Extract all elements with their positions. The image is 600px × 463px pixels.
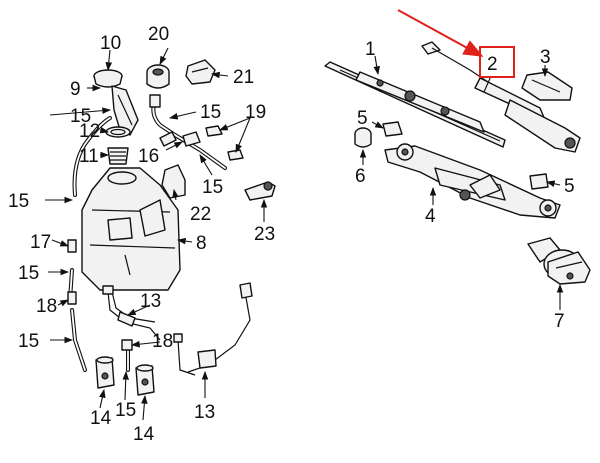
label-5-upper: 5 — [357, 108, 368, 129]
highlight-part-2 — [397, 9, 515, 78]
label-12: 12 — [79, 121, 100, 142]
label-15-top: 15 — [200, 102, 221, 123]
label-14-right: 14 — [133, 424, 155, 445]
label-15-bottom: 15 — [115, 400, 136, 421]
callout-labels: 1 2 3 5 5 6 4 7 8 9 10 12 11 20 21 19 15… — [8, 24, 575, 445]
label-5-lower: 5 — [564, 176, 575, 197]
label-14-left: 14 — [90, 408, 112, 429]
label-18-right: 18 — [152, 331, 173, 352]
label-13-upper: 13 — [140, 291, 161, 312]
washer-reservoir — [81, 167, 181, 291]
seal-ring — [105, 126, 131, 138]
wiper-motor — [527, 237, 591, 285]
label-1: 1 — [365, 39, 376, 60]
pivot-nut — [354, 127, 372, 148]
label-13-lower: 13 — [194, 402, 215, 423]
label-15-bottom-left: 15 — [18, 331, 39, 352]
wiper-arm — [421, 41, 581, 153]
filter-screen — [107, 147, 129, 165]
label-11: 11 — [79, 146, 99, 167]
label-7: 7 — [554, 311, 565, 332]
leader-lines — [45, 47, 564, 421]
label-15-upper-left: 15 — [70, 106, 91, 127]
label-18-left: 18 — [36, 296, 57, 317]
grommet-lower — [529, 173, 549, 190]
bracket-22 — [161, 164, 186, 199]
label-3: 3 — [540, 47, 551, 68]
nozzle-23 — [244, 181, 276, 201]
label-4: 4 — [425, 206, 436, 227]
label-19: 19 — [245, 102, 266, 123]
label-6: 6 — [355, 166, 366, 187]
label-10: 10 — [100, 33, 121, 54]
wiper-linkage — [384, 143, 561, 219]
label-20: 20 — [148, 24, 169, 45]
washer-pump-right — [135, 364, 155, 396]
label-15-left: 15 — [8, 191, 29, 212]
label-17: 17 — [30, 232, 51, 253]
wiper-blade — [324, 61, 506, 148]
washer-pump-left — [95, 356, 115, 389]
hose-connectors — [67, 94, 177, 351]
label-9: 9 — [70, 79, 81, 100]
nozzles-19 — [205, 125, 244, 161]
label-15-mid: 15 — [202, 177, 223, 198]
label-22: 22 — [190, 204, 211, 225]
grommet-upper — [382, 121, 403, 137]
label-16: 16 — [138, 146, 159, 167]
filler-cap — [93, 69, 123, 88]
grommet-20 — [146, 64, 170, 89]
label-21: 21 — [233, 67, 254, 88]
label-23: 23 — [254, 224, 275, 245]
wire-harness-lower — [173, 282, 253, 376]
arm-cap — [521, 71, 573, 101]
label-2: 2 — [487, 54, 498, 75]
filler-neck — [111, 85, 139, 136]
clip-21 — [185, 59, 216, 85]
label-15-lower-left: 15 — [18, 263, 39, 284]
label-8: 8 — [196, 233, 207, 254]
wire-harness-upper — [102, 285, 161, 341]
tee-16 — [182, 131, 201, 147]
